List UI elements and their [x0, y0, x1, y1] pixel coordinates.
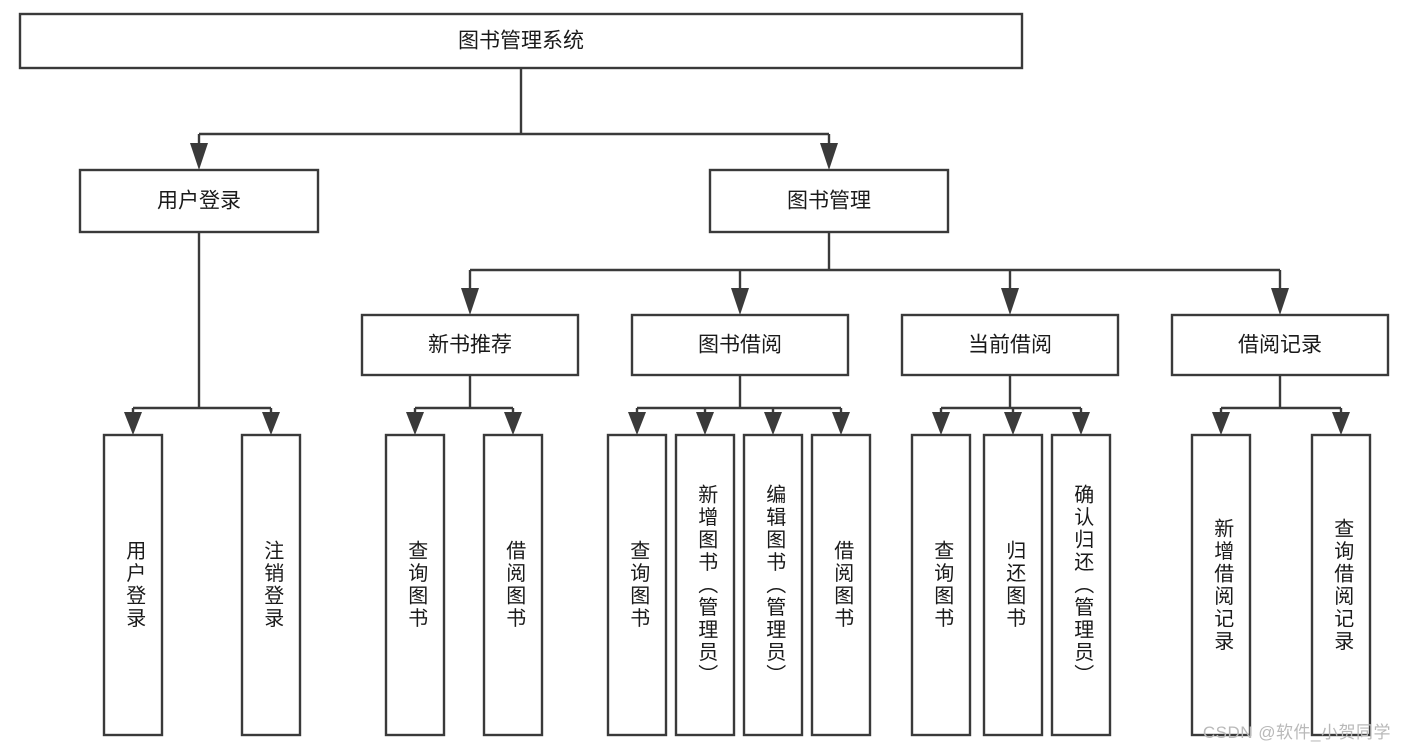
arrow-head-leaf-query-book-2 [628, 412, 646, 435]
node-current-borrow[interactable]: 当前借阅 [900, 313, 1120, 377]
arrow-head-leaf-query-record [1332, 412, 1350, 435]
arrow-head-leaf-confirm-return [1072, 412, 1090, 435]
node-leaf-edit-book-box[interactable] [742, 433, 804, 737]
connector-group-borrow-record [1212, 375, 1350, 435]
arrow-head-current-borrow [1001, 288, 1019, 315]
arrow-head-leaf-edit-book [764, 412, 782, 435]
node-book-borrow[interactable]: 图书借阅 [630, 313, 850, 377]
arrow-head-leaf-borrow-book-1 [504, 412, 522, 435]
node-new-book-rec-label: 新书推荐 [428, 334, 512, 357]
arrow-head-leaf-add-record [1212, 412, 1230, 435]
node-leaf-return-book-box[interactable] [982, 433, 1044, 737]
connector-group-user-login [124, 232, 280, 435]
arrow-head-book-borrow [731, 288, 749, 315]
node-book-manage[interactable]: 图书管理 [708, 168, 950, 234]
arrow-head-new-book-rec [461, 288, 479, 315]
connector-group-book-manage [461, 232, 1289, 315]
arrow-head-leaf-borrow-book-2 [832, 412, 850, 435]
node-book-borrow-box[interactable] [630, 313, 850, 377]
node-leaf-borrow-book-2-box[interactable] [810, 433, 872, 737]
connector-group-root [190, 68, 838, 170]
csdn-watermark: CSDN @软件_小贺同学 [1202, 723, 1391, 742]
node-book-borrow-label: 图书借阅 [698, 334, 782, 357]
node-root-label: 图书管理系统 [458, 30, 584, 53]
connector-group-new-book-rec [406, 375, 522, 435]
arrow-head-user-login [190, 143, 208, 170]
node-current-borrow-label: 当前借阅 [968, 334, 1052, 357]
node-leaf-confirm-return-box[interactable] [1050, 433, 1112, 737]
node-user-login-label: 用户登录 [157, 190, 241, 213]
arrow-head-book-manage [820, 143, 838, 170]
node-new-book-rec[interactable]: 新书推荐 [360, 313, 580, 377]
node-root-box[interactable] [18, 12, 1024, 70]
arrow-head-borrow-record [1271, 288, 1289, 315]
node-borrow-record-label: 借阅记录 [1238, 334, 1322, 357]
arrow-head-leaf-query-book-3 [932, 412, 950, 435]
arrow-head-leaf-user-login [124, 412, 142, 435]
node-user-login[interactable]: 用户登录 [78, 168, 320, 234]
node-user-login-box[interactable] [78, 168, 320, 234]
arrow-head-leaf-return-book [1004, 412, 1022, 435]
node-leaf-add-record-box[interactable] [1190, 433, 1252, 737]
arrow-head-leaf-query-book-1 [406, 412, 424, 435]
node-leaf-borrow-book-1-box[interactable] [482, 433, 544, 737]
node-borrow-record-box[interactable] [1170, 313, 1390, 377]
node-leaf-query-book-2-box[interactable] [606, 433, 668, 737]
node-leaf-user-logout-box[interactable] [240, 433, 302, 737]
node-book-manage-box[interactable] [708, 168, 950, 234]
connector-group-book-borrow [628, 375, 850, 435]
node-leaf-add-book-box[interactable] [674, 433, 736, 737]
node-book-manage-label: 图书管理 [787, 190, 871, 213]
arrow-head-leaf-add-book [696, 412, 714, 435]
node-leaf-query-book-3-box[interactable] [910, 433, 972, 737]
connector-group-current-borrow [932, 375, 1090, 435]
node-leaf-query-book-1-box[interactable] [384, 433, 446, 737]
node-root[interactable]: 图书管理系统 [18, 12, 1024, 70]
node-current-borrow-box[interactable] [900, 313, 1120, 377]
node-leaf-query-record-box[interactable] [1310, 433, 1372, 737]
node-borrow-record[interactable]: 借阅记录 [1170, 313, 1390, 377]
arrow-head-leaf-user-logout [262, 412, 280, 435]
node-leaf-user-login-box[interactable] [102, 433, 164, 737]
node-new-book-rec-box[interactable] [360, 313, 580, 377]
leaf-boxes [102, 433, 1372, 737]
